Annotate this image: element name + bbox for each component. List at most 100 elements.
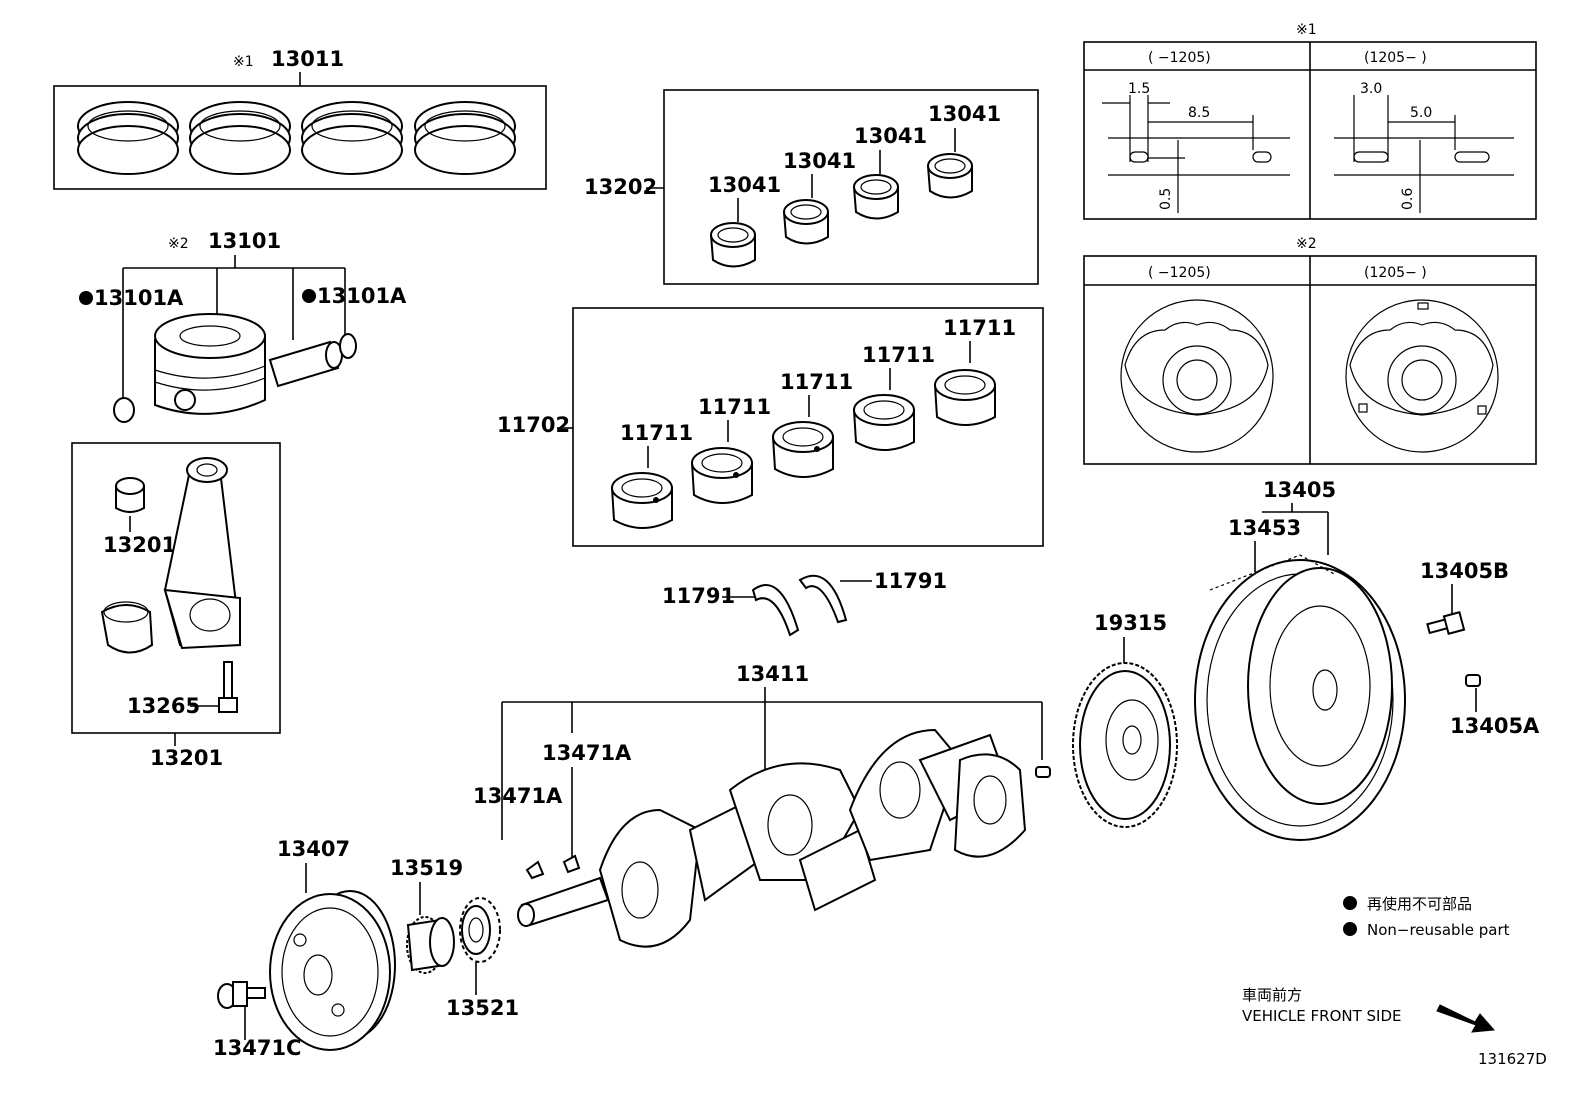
flywheel-drawing bbox=[1194, 554, 1406, 841]
part-label-13521: 13521 bbox=[446, 996, 519, 1020]
part-label-13405a: 13405A bbox=[1450, 714, 1540, 738]
note-mark-2: ※2 bbox=[168, 236, 189, 252]
snap-ring-right bbox=[339, 333, 357, 359]
main-bearing-set-group: 11702 11711 11711 11711 11711 11711 bbox=[497, 307, 1044, 547]
part-label-13041-b: 13041 bbox=[783, 149, 856, 173]
piston-group: ※2 13101 13101A 13101A bbox=[79, 229, 407, 423]
ring-gap-right-dim-b: 5.0 bbox=[1410, 105, 1432, 121]
connecting-rod-group: 13201A 13265 13201 bbox=[71, 442, 281, 770]
ring-set-box bbox=[53, 85, 547, 190]
piston-top-left-drawing bbox=[1120, 299, 1274, 453]
part-label-11791-left: 11791 bbox=[662, 584, 735, 608]
timing-gear-group: 13519 13521 bbox=[390, 856, 519, 1020]
part-label-13041-d: 13041 bbox=[928, 102, 1001, 126]
snap-ring-left bbox=[113, 397, 135, 423]
table-2-col-right-header: (1205− ) bbox=[1364, 265, 1427, 281]
bearing-shells-11711 bbox=[610, 369, 996, 529]
legend-dot-jp bbox=[1343, 896, 1357, 910]
bearing-set-13202-box bbox=[663, 89, 1039, 285]
crankshaft-drawing bbox=[517, 728, 1027, 948]
diagram-id: 131627D bbox=[1478, 1050, 1547, 1068]
part-label-13041-a: 13041 bbox=[708, 173, 781, 197]
part-label-13471c: 13471C bbox=[213, 1036, 301, 1060]
table-1-col-left-header: ( −1205) bbox=[1148, 50, 1211, 66]
part-label-13453: 13453 bbox=[1228, 516, 1301, 540]
part-label-11711-d: 11711 bbox=[862, 343, 935, 367]
key-left bbox=[525, 860, 545, 880]
ring-gap-left-dim-c: 0.5 bbox=[1158, 188, 1174, 210]
note-table-2: ※2 ( −1205) (1205− ) bbox=[1083, 236, 1537, 465]
legend-group: 再使用不可部品 Non−reusable part 車両前方 VEHICLE F… bbox=[1242, 895, 1547, 1068]
part-label-13041-c: 13041 bbox=[854, 124, 927, 148]
piston-ring-set-group: ※1 13011 bbox=[53, 47, 547, 190]
table-2-mark: ※2 bbox=[1296, 236, 1317, 252]
part-label-13202: 13202 bbox=[584, 175, 657, 199]
crank-gear-drawing bbox=[406, 916, 455, 974]
ring-gap-right-dim-c: 0.6 bbox=[1400, 188, 1416, 210]
crank-sprocket-drawing bbox=[459, 897, 501, 963]
piston-ring-drawings bbox=[77, 101, 516, 175]
bearing-shells-13041 bbox=[709, 153, 973, 268]
bearing-set-11702-box bbox=[572, 307, 1044, 547]
part-label-13411: 13411 bbox=[736, 662, 809, 686]
legend-dot-en bbox=[1343, 922, 1357, 936]
legend-nonreusable-en: Non−reusable part bbox=[1367, 921, 1510, 939]
key-right bbox=[562, 854, 581, 874]
crankshaft-group: 13411 13471A 13471A bbox=[473, 662, 1051, 948]
conrod-bearing-set-group: 13202 13041 13041 13041 13041 bbox=[584, 89, 1039, 285]
ring-gap-left-drawing bbox=[1102, 95, 1290, 213]
part-label-11791-right: 11791 bbox=[874, 569, 947, 593]
part-label-19315: 19315 bbox=[1094, 611, 1167, 635]
conrod-box bbox=[71, 442, 281, 734]
part-label-11702: 11702 bbox=[497, 413, 570, 437]
part-label-13405b: 13405B bbox=[1420, 559, 1509, 583]
thrust-washer-right bbox=[798, 574, 848, 624]
piston-pin-drawing bbox=[268, 340, 343, 388]
signal-plate-group: 19315 bbox=[1072, 611, 1178, 828]
signal-plate-drawing bbox=[1072, 662, 1178, 828]
table-1-mark: ※1 bbox=[1296, 22, 1317, 38]
conrod-drawing bbox=[163, 457, 242, 650]
crank-pin-dowel bbox=[1035, 766, 1051, 778]
conrod-bolt-drawing bbox=[218, 661, 238, 713]
part-label-13101: 13101 bbox=[208, 229, 281, 253]
nonreusable-dot-2 bbox=[302, 289, 316, 303]
ring-gap-left-dim-a: 1.5 bbox=[1128, 81, 1150, 97]
ring-gap-right-drawing bbox=[1334, 95, 1514, 213]
legend-nonreusable-jp: 再使用不可部品 bbox=[1367, 895, 1472, 913]
conrod-bearing-drawing bbox=[100, 601, 154, 654]
piston-top-right-drawing bbox=[1345, 299, 1499, 453]
part-label-13101a-right: 13101A bbox=[317, 284, 407, 308]
note-mark-1: ※1 bbox=[233, 54, 254, 70]
part-label-13011: 13011 bbox=[271, 47, 344, 71]
table-1-col-right-header: (1205− ) bbox=[1364, 50, 1427, 66]
flywheel-bolt-drawing bbox=[1426, 611, 1466, 635]
pulley-bolt-drawing bbox=[217, 981, 266, 1009]
part-label-11711-e: 11711 bbox=[943, 316, 1016, 340]
ring-gap-left-dim-b: 8.5 bbox=[1188, 105, 1210, 121]
part-label-11711-b: 11711 bbox=[698, 395, 771, 419]
part-label-11711-a: 11711 bbox=[620, 421, 693, 445]
flywheel-group: 13405 13453 13405B 13405A bbox=[1194, 478, 1540, 841]
crank-pulley-drawing bbox=[269, 890, 396, 1051]
thrust-washer-left bbox=[751, 584, 800, 637]
piston-drawing bbox=[154, 313, 266, 415]
part-label-11711-c: 11711 bbox=[780, 370, 853, 394]
nonreusable-dot-1 bbox=[79, 291, 93, 305]
flywheel-pin-drawing bbox=[1465, 674, 1481, 687]
part-label-13519: 13519 bbox=[390, 856, 463, 880]
vehicle-front-jp: 車両前方 bbox=[1242, 986, 1302, 1004]
table-2-col-left-header: ( −1205) bbox=[1148, 265, 1211, 281]
conrod-bushing-drawing bbox=[115, 477, 145, 513]
part-label-13101a-left: 13101A bbox=[94, 286, 184, 310]
part-label-13201: 13201 bbox=[150, 746, 223, 770]
front-direction-arrow-icon bbox=[1436, 1004, 1496, 1033]
vehicle-front-en: VEHICLE FRONT SIDE bbox=[1242, 1007, 1402, 1025]
crank-pulley-group: 13407 13471C bbox=[213, 837, 396, 1060]
ring-gap-right-dim-a: 3.0 bbox=[1360, 81, 1382, 97]
part-label-13471a-upper: 13471A bbox=[542, 741, 632, 765]
note-table-1: ※1 ( −1205) (1205− ) 1.5 8.5 0.5 bbox=[1083, 22, 1537, 220]
part-label-13405: 13405 bbox=[1263, 478, 1336, 502]
